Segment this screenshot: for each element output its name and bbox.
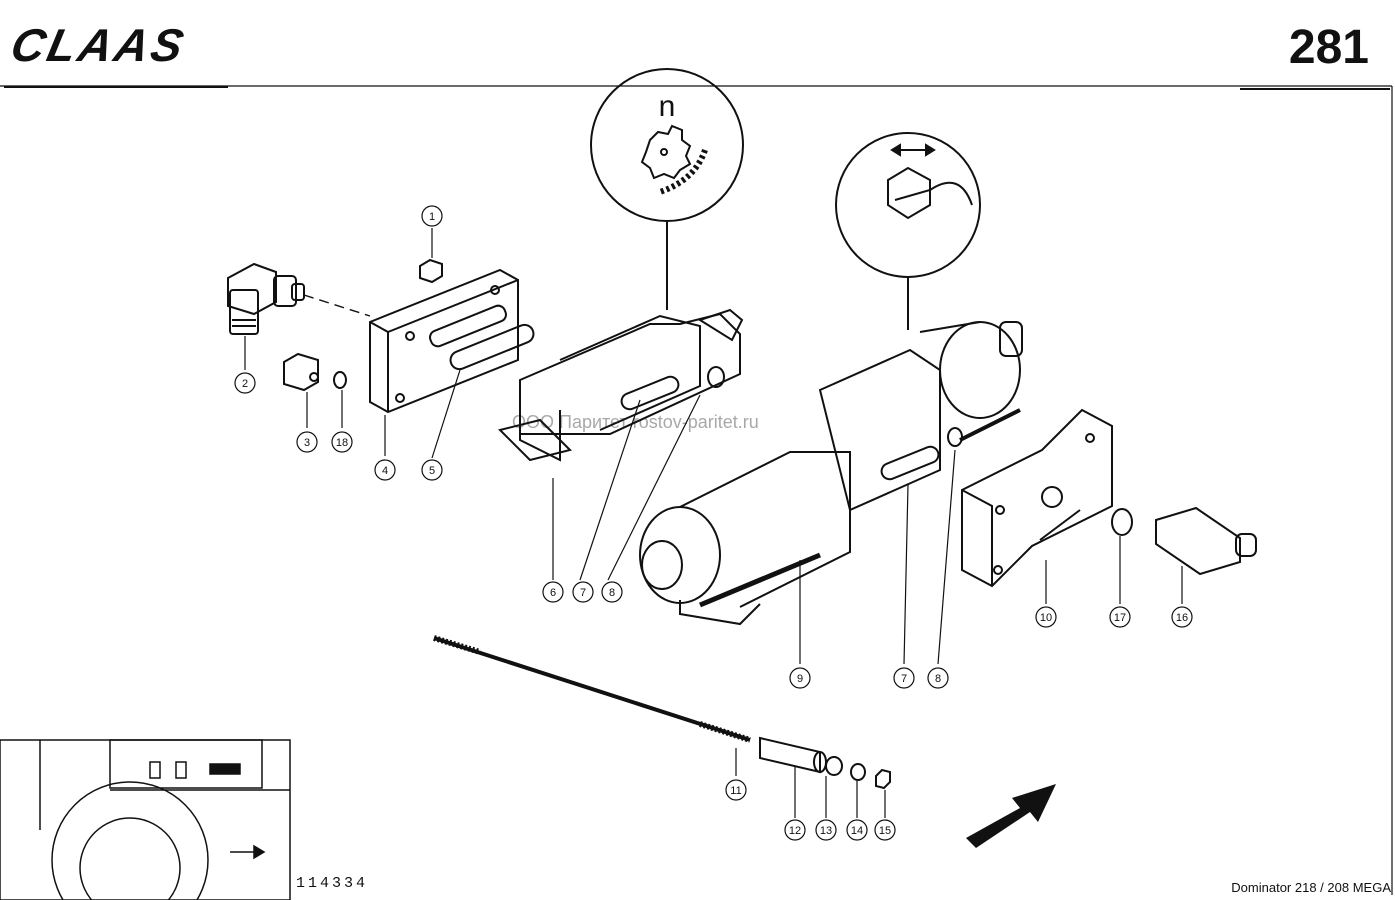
callout-6: 6 bbox=[550, 587, 556, 599]
spacer-part-3 bbox=[283, 352, 347, 428]
rotary-knob-icon bbox=[590, 68, 744, 310]
callout-18: 18 bbox=[336, 437, 348, 449]
tie-rod-part-11 bbox=[433, 635, 751, 776]
washer-part-13 bbox=[825, 756, 843, 818]
callout-9: 9 bbox=[797, 673, 803, 685]
nut-part-15 bbox=[875, 768, 891, 818]
callout-4: 4 bbox=[382, 465, 388, 477]
gasket-part-7-right bbox=[880, 427, 963, 665]
valve-block-part-6 bbox=[498, 308, 744, 581]
callout-17: 17 bbox=[1114, 612, 1126, 624]
callout-group bbox=[234, 205, 1193, 841]
direction-arrow-icon bbox=[966, 784, 1056, 848]
model-label: Dominator 218 / 208 MEGA bbox=[1231, 880, 1391, 895]
end-plate-part-10 bbox=[961, 408, 1113, 604]
callout-10: 10 bbox=[1040, 612, 1052, 624]
symbol-letter: n bbox=[659, 90, 676, 123]
gasket-part-5 bbox=[431, 323, 535, 459]
callout-15: 15 bbox=[879, 825, 891, 837]
callout-14: 14 bbox=[851, 825, 863, 837]
callout-2: 2 bbox=[242, 378, 248, 390]
callout-12: 12 bbox=[789, 825, 801, 837]
callout-13: 13 bbox=[820, 825, 832, 837]
callout-5: 5 bbox=[429, 465, 435, 477]
header-rule-right bbox=[1240, 88, 1390, 90]
callout-7b: 7 bbox=[901, 673, 907, 685]
page-number: 281 bbox=[1288, 21, 1369, 74]
callout-1: 1 bbox=[429, 211, 435, 223]
callout-16: 16 bbox=[1176, 612, 1188, 624]
location-inset bbox=[0, 739, 291, 900]
washer-part-14 bbox=[850, 763, 866, 818]
sleeve-part-12 bbox=[759, 736, 827, 818]
horizontal-adjust-icon bbox=[835, 132, 981, 330]
callout-11: 11 bbox=[730, 785, 741, 797]
header-rule-left bbox=[4, 86, 228, 88]
callout-8b: 8 bbox=[935, 673, 941, 685]
o-ring-part-17 bbox=[1111, 508, 1133, 604]
elbow-fitting-part-2 bbox=[227, 262, 371, 370]
solenoid-body-part-9 bbox=[639, 321, 1023, 664]
callout-7: 7 bbox=[580, 587, 586, 599]
catalog-number: 114334 bbox=[296, 875, 369, 892]
callout-3: 3 bbox=[304, 437, 310, 449]
callout-8: 8 bbox=[609, 587, 615, 599]
fitting-part-16 bbox=[1155, 506, 1257, 604]
cover-plate-part-4 bbox=[369, 228, 519, 456]
